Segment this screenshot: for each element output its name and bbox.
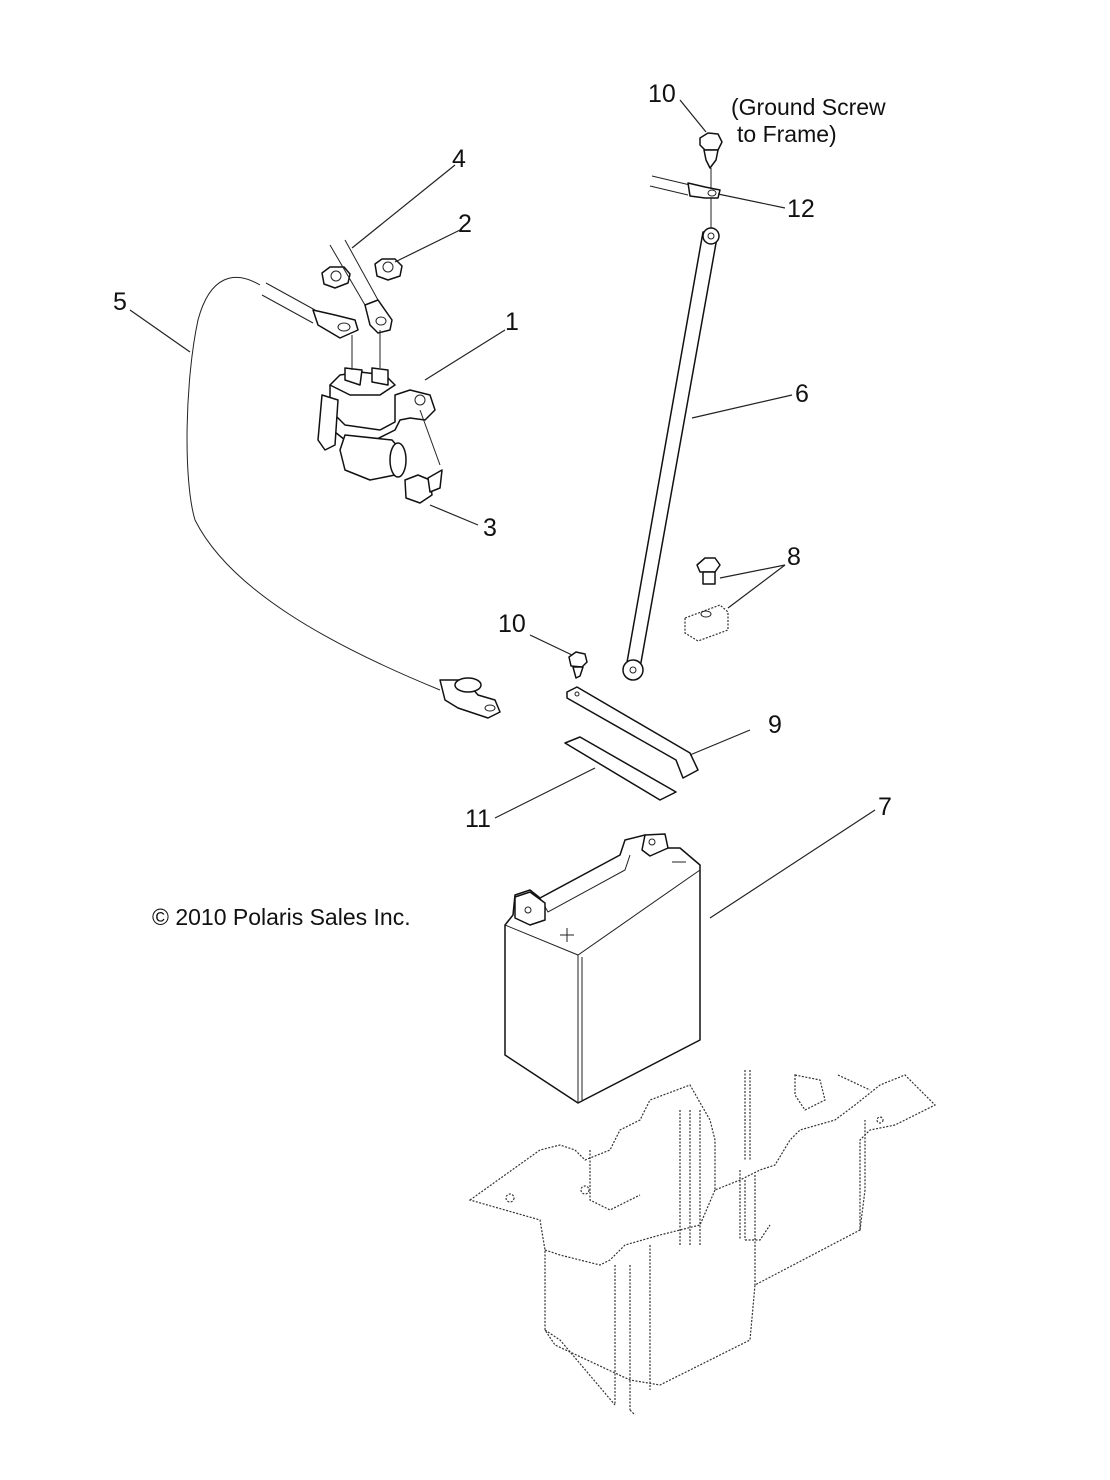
- callout-1: 1: [505, 308, 519, 336]
- leader-lines: [129, 99, 876, 919]
- battery-hold-down-strap: [566, 686, 699, 779]
- ground-note-line2: to Frame): [737, 121, 837, 147]
- solenoid-mount-bolt: [404, 409, 443, 504]
- callout-9: 9: [768, 711, 782, 739]
- ground-note-line1: (Ground Screw: [731, 94, 886, 120]
- callout-8: 8: [787, 543, 801, 571]
- battery-ground-cable: [622, 227, 720, 681]
- starter-solenoid: [317, 367, 436, 481]
- callout-12: 12: [787, 195, 815, 223]
- solenoid-nuts: [321, 258, 403, 289]
- callout-7: 7: [878, 793, 892, 821]
- callout-labels: 1 2 3 4 5 6 7 8 9 10 10 11 12 (Ground Sc…: [113, 80, 892, 930]
- callout-10-strap: 10: [498, 610, 526, 638]
- strap-screw: [568, 651, 588, 679]
- callout-4: 4: [452, 145, 466, 173]
- callout-3: 3: [483, 514, 497, 542]
- callout-10-ground: 10: [648, 80, 676, 108]
- copyright: © 2010 Polaris Sales Inc.: [152, 904, 411, 930]
- cables: [186, 239, 501, 719]
- ground-screw-assembly: [649, 132, 723, 240]
- callout-2: 2: [458, 210, 472, 238]
- battery-pad: [564, 736, 677, 801]
- callout-11: 11: [465, 805, 491, 833]
- battery-box: [468, 1070, 937, 1416]
- battery: [504, 833, 701, 1104]
- terminal-bolt-and-nut: [684, 557, 729, 642]
- callout-5: 5: [113, 288, 127, 316]
- callout-6: 6: [795, 380, 809, 408]
